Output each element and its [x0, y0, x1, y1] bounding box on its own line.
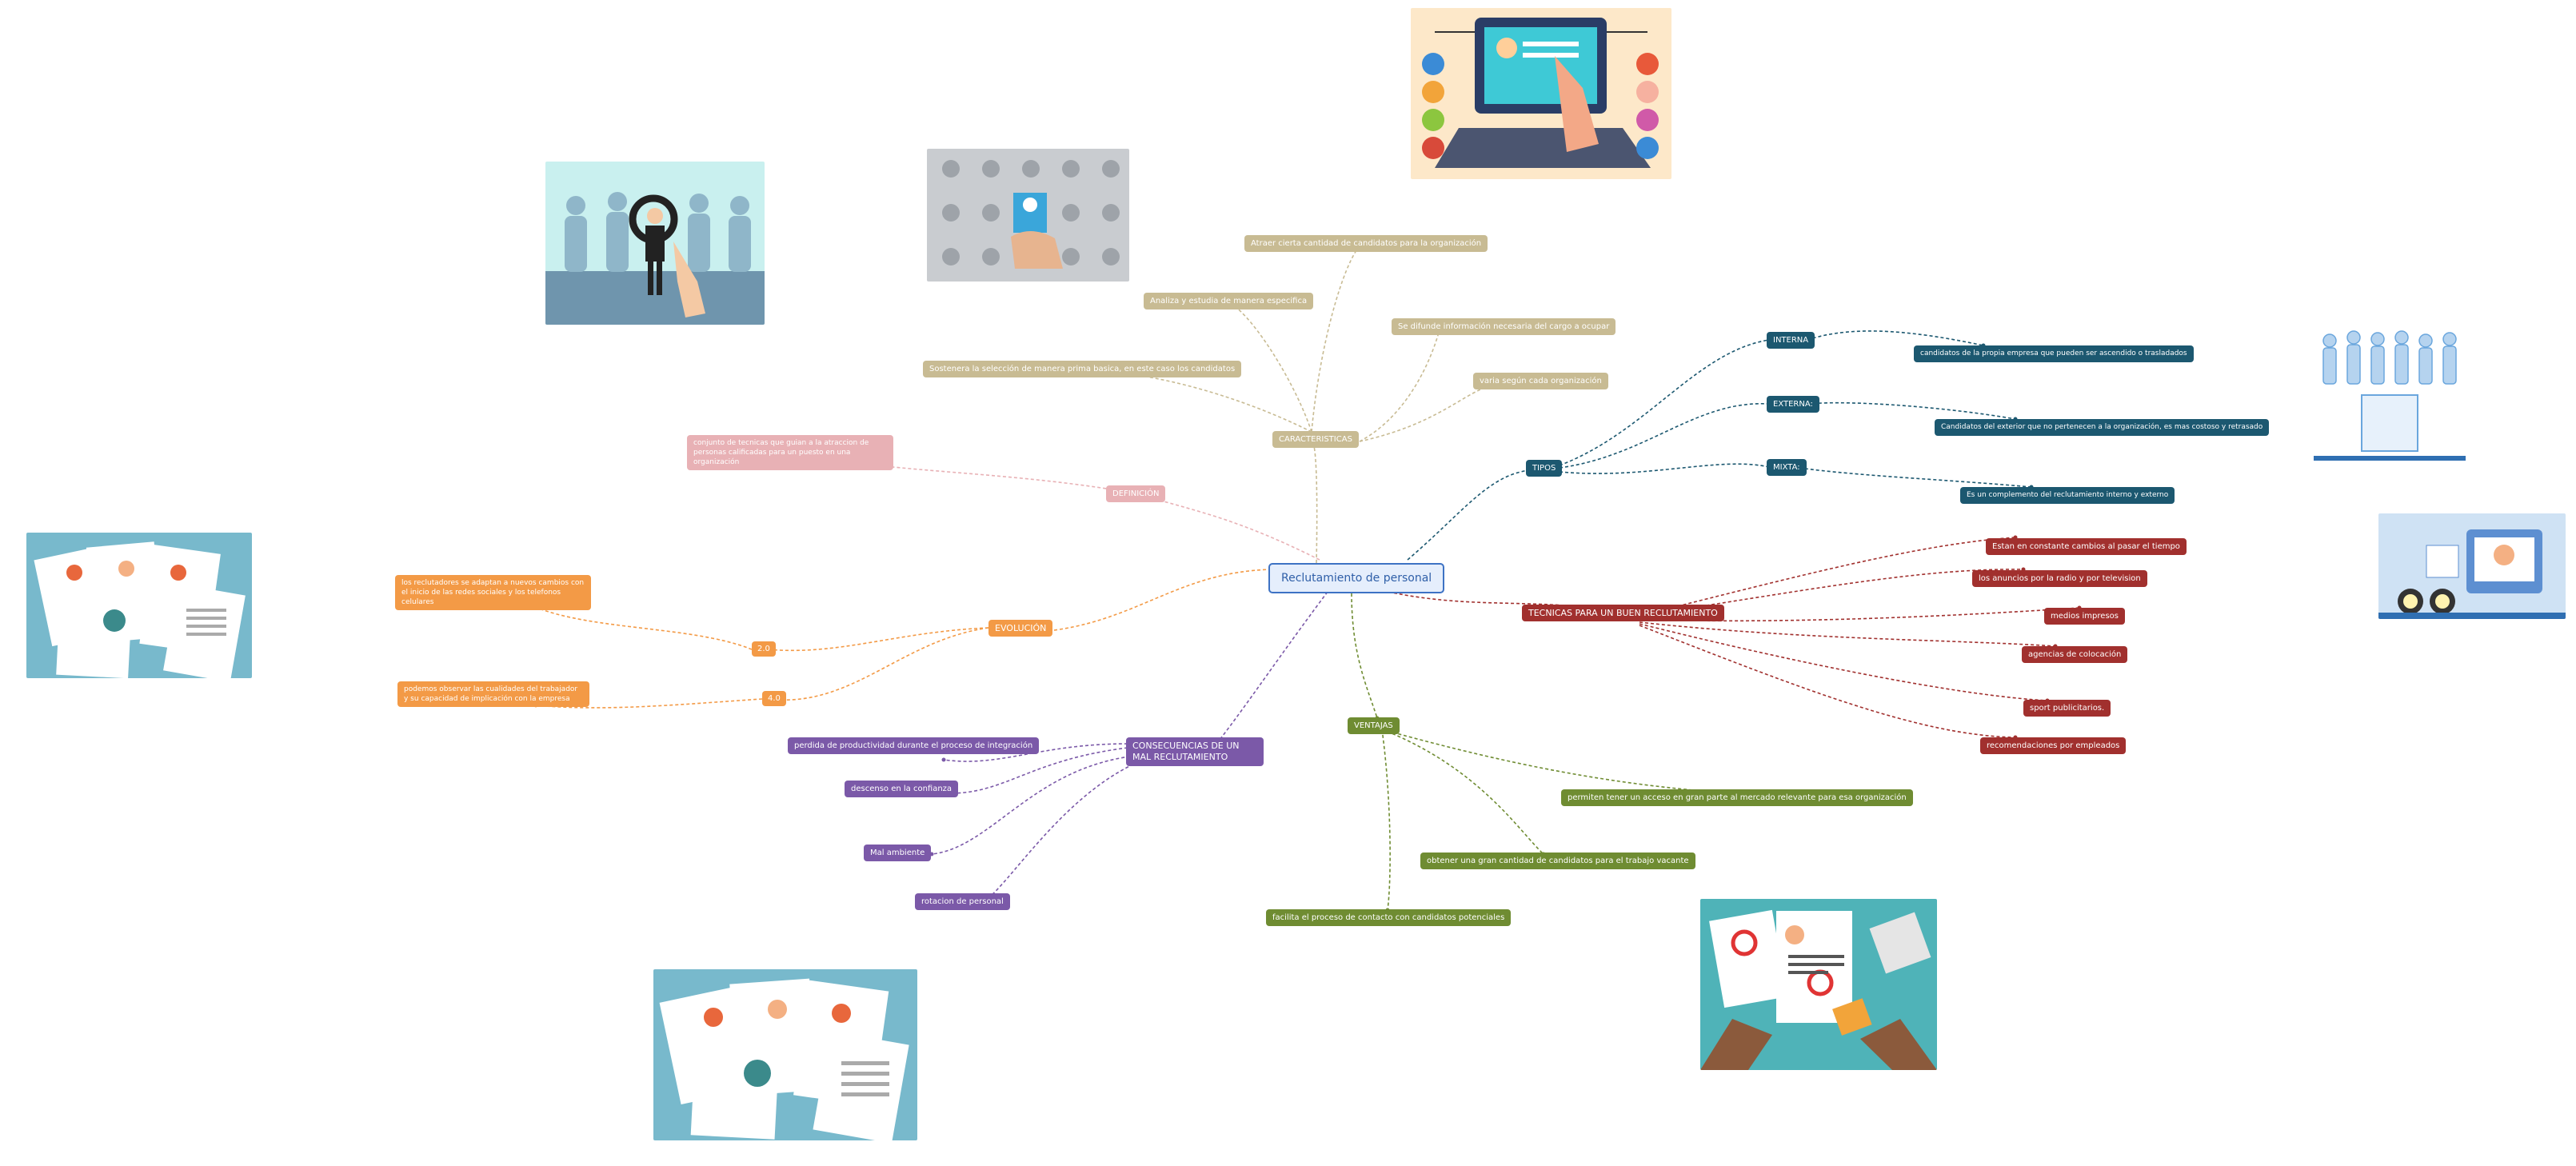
caracteristicas-node[interactable]: CARACTERISTICAS [1272, 431, 1359, 448]
connector-line [1039, 569, 1272, 633]
connector-line [535, 698, 763, 709]
consecuencia-item[interactable]: descenso en la confianza [845, 781, 959, 797]
connector-line [1388, 591, 1592, 609]
connector-line [1381, 729, 1712, 793]
connector-line [1381, 729, 1391, 911]
connector-end-dot [941, 757, 946, 762]
connector-line [1559, 403, 1770, 469]
connector-line [1143, 495, 1320, 561]
resumes-image-left [26, 533, 252, 678]
cv-review-image [1700, 899, 1937, 1070]
tipo-externa[interactable]: EXTERNA: [1767, 396, 1819, 413]
connector-line [1799, 467, 2032, 488]
tecnica-item[interactable]: los anuncios por la radio y por televisi… [1972, 570, 2147, 587]
tecnica-item[interactable]: sport publicitarios. [2023, 700, 2111, 717]
evolucion-sub-4-0[interactable]: 4.0 [762, 691, 786, 706]
connector-line [1559, 463, 1770, 474]
evolucion-node[interactable]: EVOLUCIÓN [988, 620, 1053, 637]
consecuencia-item[interactable]: rotacion de personal [915, 893, 1010, 910]
connector-line [1639, 621, 2056, 647]
connector-line [931, 755, 1136, 855]
connector-line [953, 747, 1128, 794]
tipos-node[interactable]: TIPOS [1526, 460, 1563, 477]
caracteristica-item[interactable]: Atraer cierta cantidad de candidatos par… [1244, 235, 1488, 252]
connector-line [1639, 607, 2080, 622]
consecuencia-item[interactable]: perdida de productividad durante el proc… [788, 737, 1040, 754]
tipo-interna-text[interactable]: candidatos de la propia empresa que pued… [1914, 345, 2194, 362]
puzzle-people-image [927, 149, 1129, 282]
connector-line [1359, 383, 1496, 442]
connector-line [767, 627, 989, 652]
tecnica-item[interactable]: medios impresos [2044, 608, 2125, 625]
tipo-externa-text[interactable]: Candidatos del exterior que no pertenece… [1935, 419, 2270, 436]
caracteristica-item[interactable]: Analiza y estudia de manera especifica [1144, 293, 1314, 309]
connector-line [943, 743, 1128, 762]
consecuencias-node[interactable]: CONSECUENCIAS DE UN MAL RECLUTAMIENTO [1126, 737, 1264, 766]
ventaja-item[interactable]: obtener una gran cantidad de candidatos … [1420, 853, 1695, 869]
connector-line [1351, 593, 1378, 719]
connector-line [777, 627, 989, 701]
tipo-mixta[interactable]: MIXTA: [1767, 459, 1807, 476]
tecnica-item[interactable]: agencias de colocación [2022, 646, 2128, 663]
online-recruitment-laptop-image [1411, 8, 1671, 179]
definicion-text[interactable]: conjunto de tecnicas que guian a la atra… [687, 435, 893, 470]
connector-line [1807, 330, 1984, 346]
connector-line [1807, 401, 2016, 420]
ventaja-item[interactable]: permiten tener un acceso en gran parte a… [1561, 789, 1913, 806]
connector-line [519, 599, 753, 650]
connector-line [1559, 339, 1770, 466]
evolucion-sub-2-0[interactable]: 2.0 [752, 641, 776, 657]
connector-line [1231, 303, 1312, 433]
tipo-interna[interactable]: INTERNA [1767, 332, 1815, 349]
root-node[interactable]: Reclutamiento de personal [1268, 563, 1445, 593]
connector-line [1359, 329, 1440, 442]
tecnicas-node[interactable]: TECNICAS PARA UN BUEN RECLUTAMIENTO [1522, 605, 1724, 621]
caracteristica-item[interactable]: Sostenera la selección de manera prima b… [923, 361, 1242, 377]
evolucion-4-0-text[interactable]: podemos observar las cualidades del trab… [397, 681, 589, 707]
caracteristica-item[interactable]: varia según cada organización [1473, 373, 1608, 389]
connector-line [1311, 246, 1360, 433]
tipo-mixta-text[interactable]: Es un complemento del reclutamiento inte… [1960, 487, 2175, 504]
connector-line [1639, 537, 2016, 617]
definicion-node[interactable]: DEFINICIÓN [1106, 485, 1166, 502]
consecuencia-item[interactable]: Mal ambiente [864, 845, 932, 861]
connector-line [1079, 370, 1312, 433]
connector-line [1407, 469, 1530, 561]
connector-line [1639, 623, 2048, 701]
job-seekers-sketch-image [2314, 323, 2466, 464]
tecnica-item[interactable]: Estan en constante cambios al pasar el t… [1986, 538, 2187, 555]
recruiter-magnifier-image [545, 162, 765, 325]
recruitment-search-binoculars-image [2378, 513, 2566, 619]
evolucion-2-0-text[interactable]: los reclutadores se adaptan a nuevos cam… [395, 575, 591, 610]
connector-line [1639, 625, 2016, 738]
tecnica-item[interactable]: recomendaciones por empleados [1980, 737, 2127, 754]
ventajas-node[interactable]: VENTAJAS [1348, 717, 1400, 734]
connector-line [1381, 729, 1544, 855]
connector-line [1312, 443, 1318, 564]
connector-line [1219, 591, 1328, 741]
resumes-image-bottom [653, 969, 917, 1140]
ventaja-item[interactable]: facilita el proceso de contacto con cand… [1266, 909, 1512, 926]
caracteristica-item[interactable]: Se difunde información necesaria del car… [1392, 318, 1616, 335]
